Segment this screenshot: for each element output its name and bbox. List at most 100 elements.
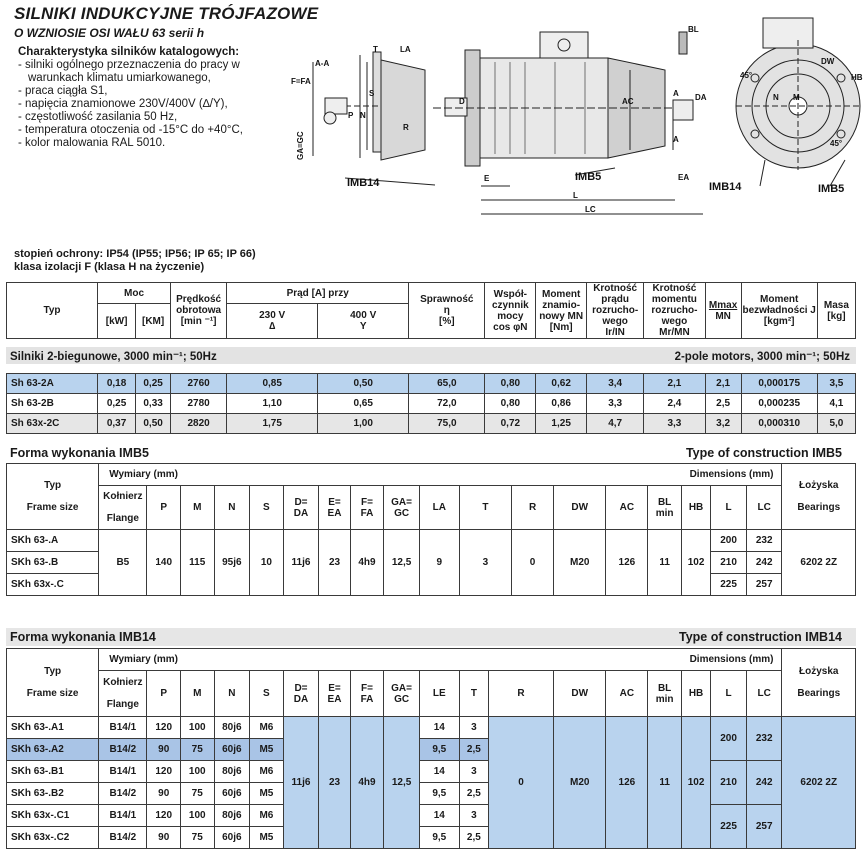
imb14-t: 3 xyxy=(458,804,490,827)
label-ea: EA xyxy=(678,173,689,182)
imb14-t: 2,5 xyxy=(458,826,490,849)
label-s: S xyxy=(369,89,375,98)
imb5-h-dw: DW xyxy=(553,485,607,530)
imb14-m: 100 xyxy=(179,716,215,739)
col-mmax-num: Mmax xyxy=(708,299,738,311)
col-mmax-den: MN xyxy=(715,310,731,322)
imb5-d: 11j6 xyxy=(282,529,320,596)
cell-type: Sh 63x-2C xyxy=(5,413,99,434)
imb14-s: M5 xyxy=(249,782,284,805)
col-400v-label: 400 V xyxy=(350,310,377,321)
col-230v: 230 V∆ xyxy=(226,303,319,339)
characteristics-item: - częstotliwość zasilania 50 Hz, xyxy=(18,111,178,123)
imb5-h-dda: D=DA xyxy=(282,485,320,530)
col-torque: Moment znamio-nowy MN[Nm] xyxy=(535,282,588,339)
imb14-n: 80j6 xyxy=(213,804,251,827)
imb14-e: 23 xyxy=(318,716,351,849)
label-t: T xyxy=(373,45,378,54)
label-n-end: N xyxy=(773,93,779,102)
imb14-h-p: P xyxy=(146,670,181,717)
imb14-type: SKh 63x-.C2 xyxy=(5,826,100,849)
imb5-bearings: 6202 2Z xyxy=(781,529,856,596)
imb14-dw: M20 xyxy=(553,716,607,849)
imb5-h-bl1: BL xyxy=(657,496,672,508)
section-2-pole: Silniki 2-biegunowe, 3000 min⁻¹; 50Hz 2-… xyxy=(6,347,856,364)
imb5-h-dda1: D= xyxy=(294,496,308,508)
section-2-pole-pl: Silniki 2-biegunowe, 3000 min⁻¹; 50Hz xyxy=(10,351,217,363)
characteristics-title: Charakterystyka silników katalogowych: xyxy=(18,46,240,58)
cell-kw: 0,37 xyxy=(97,413,137,434)
characteristics-item: - praca ciągła S1, xyxy=(18,85,108,97)
col-eff-unit: [%] xyxy=(439,316,455,327)
imb14-bl: 11 xyxy=(647,716,682,849)
imb14-h-bl1: BL xyxy=(657,682,672,694)
imb14-title-band: Forma wykonania IMB14 Type of constructi… xyxy=(6,628,856,646)
imb5-title-en: Type of construction IMB5 xyxy=(685,446,842,460)
cell-km: 0,33 xyxy=(135,393,172,414)
imb5-loz: Łożyska xyxy=(799,480,839,491)
imb5-h-eea2: EA xyxy=(327,507,342,519)
cell-ir: 3,3 xyxy=(586,393,645,414)
imb14-bearings: 6202 2Z xyxy=(781,716,856,849)
cell-kw: 0,18 xyxy=(97,373,137,394)
col-inertia-unit: [kgm²] xyxy=(763,316,795,327)
label-imb5-right: IMB5 xyxy=(818,183,844,195)
cell-type: Sh 63-2A xyxy=(5,373,99,394)
col-230v-label: 230 V xyxy=(259,310,286,321)
cell-i400: 1,00 xyxy=(317,413,410,434)
cell-mass: 5,0 xyxy=(816,413,857,434)
label-ga-gc: GA=GC xyxy=(296,131,305,160)
imb14-m: 100 xyxy=(179,760,215,783)
imb5-kol: Kołnierz xyxy=(103,491,143,502)
imb5-h-eea: E=EA xyxy=(318,485,351,530)
col-typ: Typ xyxy=(5,282,99,339)
col-eff-label: Sprawność xyxy=(420,294,474,305)
col-km: [KM] xyxy=(135,303,172,339)
imb5-t: 3 xyxy=(458,529,513,596)
label-r: R xyxy=(403,123,409,132)
cell-type: Sh 63-2B xyxy=(5,393,99,414)
imb5-h-gagc2: GC xyxy=(394,507,410,519)
imb14-lc: 257 xyxy=(745,804,783,849)
label-f-fa: F=FA xyxy=(291,77,311,86)
label-45-bottom: 45° xyxy=(830,139,842,148)
cell-inertia: 0,000175 xyxy=(740,373,818,394)
imb5-h-gagc: GA=GC xyxy=(383,485,420,530)
label-imb5-center: IMB5 xyxy=(575,171,601,183)
imb14-r: 0 xyxy=(488,716,555,849)
characteristics-item: - kolor malowania RAL 5010. xyxy=(18,137,166,149)
col-pf-sym: cos φN xyxy=(493,321,528,333)
col-current: Prąd [A] przy xyxy=(226,282,410,304)
imb5-l: 210 xyxy=(710,551,747,574)
imb14-s: M5 xyxy=(249,738,284,761)
characteristics-list: Charakterystyka silników katalogowych: -… xyxy=(18,46,288,150)
imb5-h-ac: AC xyxy=(605,485,649,530)
cell-speed: 2760 xyxy=(170,373,228,394)
imb5-h-l: L xyxy=(710,485,747,530)
imb5-dw: M20 xyxy=(553,529,607,596)
label-n: N xyxy=(360,111,366,120)
imb14-flange: B14/1 xyxy=(98,804,148,827)
imb5-type: SKh 63x-.C xyxy=(5,573,100,596)
protection-line: stopień ochrony: IP54 (IP55; IP56; IP 65… xyxy=(14,248,256,260)
imb14-flange: B14/2 xyxy=(98,826,148,849)
imb14-le: 9,5 xyxy=(418,738,460,761)
imb14-lc: 242 xyxy=(745,760,783,805)
imb14-h-dda: D=DA xyxy=(282,670,320,717)
imb14-d: 11j6 xyxy=(282,716,320,849)
imb14-f: 4h9 xyxy=(349,716,385,849)
imb14-kol: Kołnierz xyxy=(103,677,143,688)
imb14-h-s: S xyxy=(249,670,284,717)
cell-kw: 0,25 xyxy=(97,393,137,414)
imb14-h-dda2: DA xyxy=(293,693,309,705)
imb14-flange-en: Flange xyxy=(106,699,139,710)
